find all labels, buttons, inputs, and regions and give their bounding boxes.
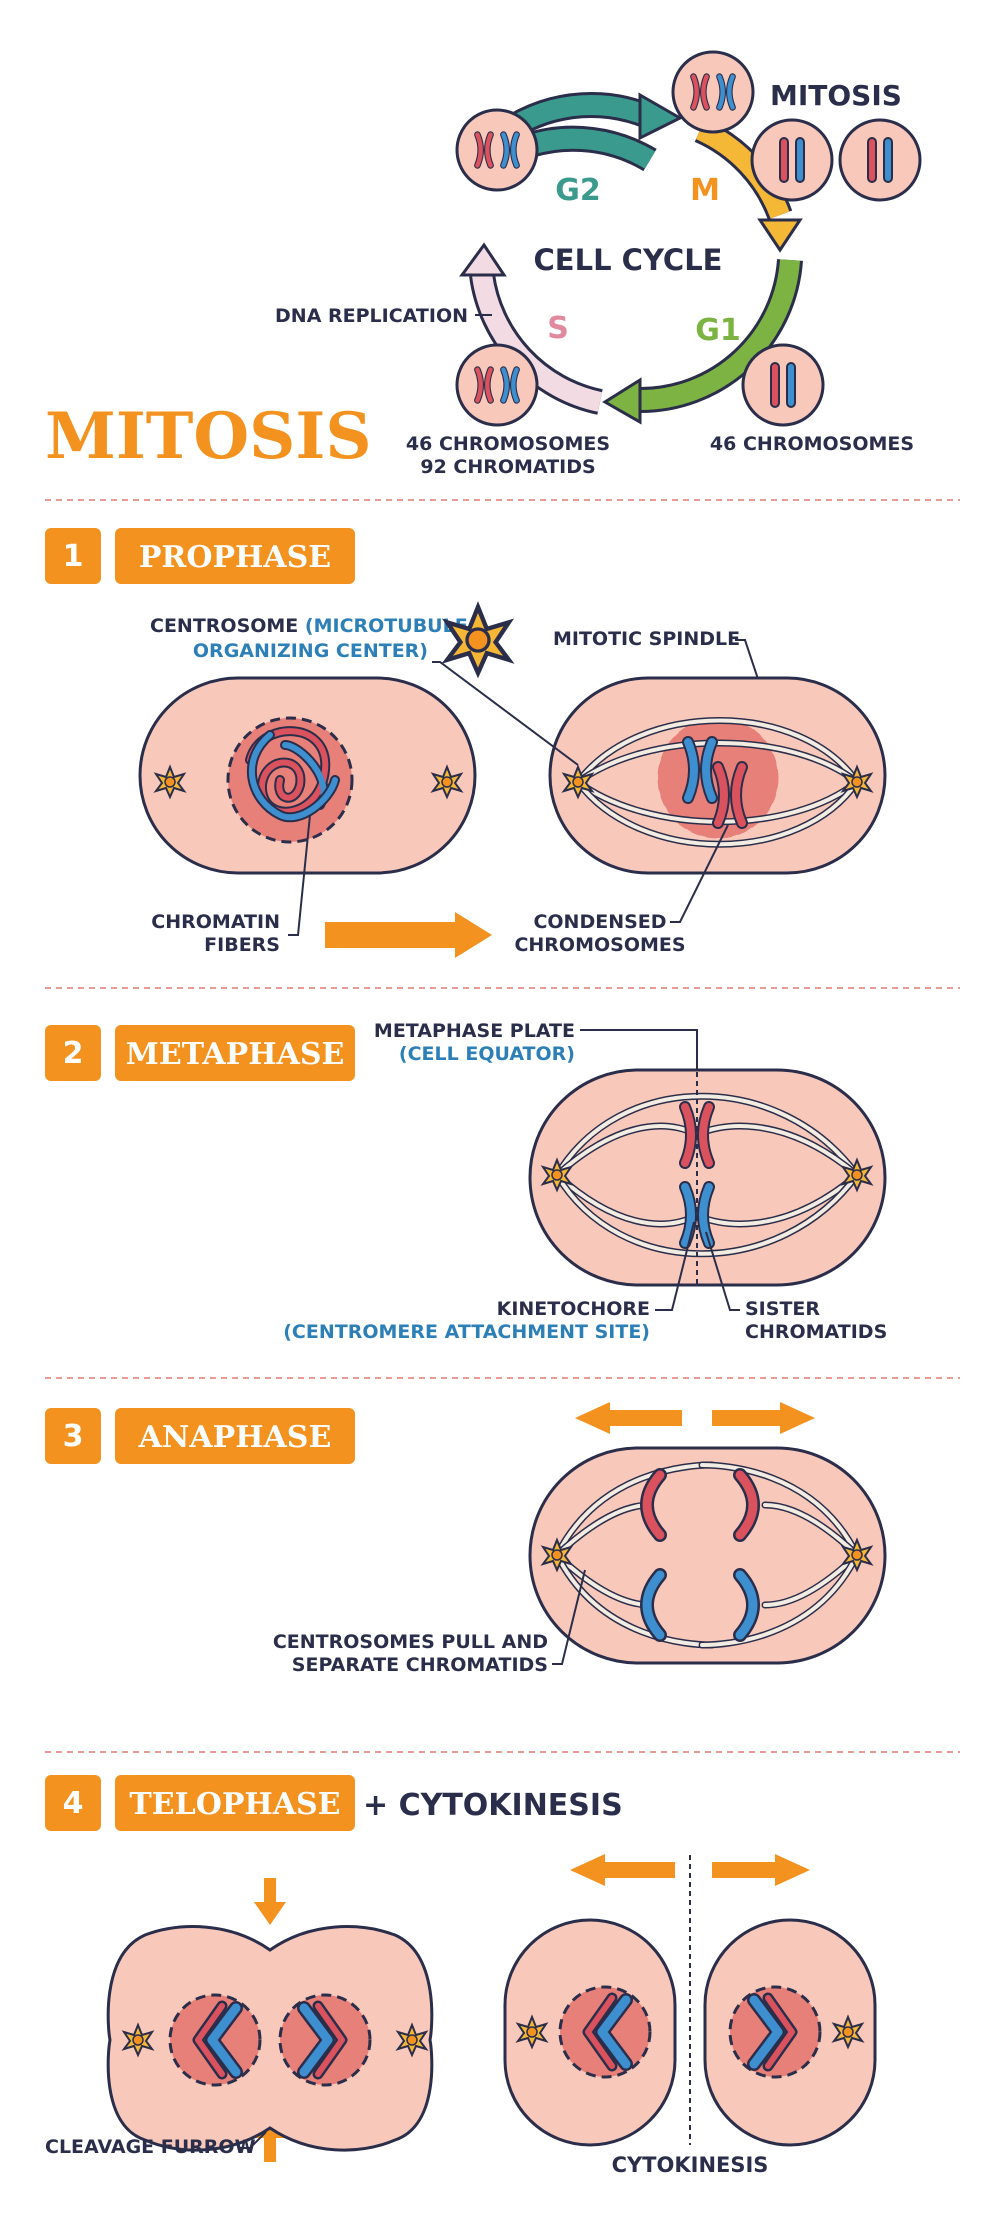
svg-text:2: 2 — [63, 1036, 84, 1071]
g1-arrowhead — [602, 377, 642, 425]
metaphase-cell — [528, 1068, 887, 1287]
phase-s: S — [547, 311, 569, 346]
s-cell-icon — [457, 345, 537, 425]
pull-label-line1: CENTROSOMES PULL AND — [273, 1631, 548, 1653]
prophase-cell-2 — [548, 676, 887, 875]
g1-cell-icon — [741, 343, 825, 427]
svg-text:METAPHASE: METAPHASE — [126, 1037, 345, 1072]
daughter-cell-icon-2 — [838, 118, 922, 202]
svg-text:4: 4 — [63, 1786, 84, 1821]
g1-arc — [639, 259, 800, 411]
kinetochore-label: KINETOCHORE — [497, 1298, 650, 1320]
progression-arrow — [325, 912, 492, 958]
dna-replication-label: DNA REPLICATION — [275, 305, 468, 327]
cleavage-furrow-label: CLEAVAGE FURROW — [45, 2136, 256, 2158]
svg-text:PROPHASE: PROPHASE — [139, 540, 331, 575]
page-title: MITOSIS — [45, 399, 372, 474]
svg-text:1: 1 — [63, 539, 84, 574]
divide-arrow-left — [570, 1854, 675, 1886]
daughter-cell-right — [703, 1918, 877, 2147]
centrosome-label: CENTROSOME (MICROTUBULE — [150, 615, 468, 637]
cell-cycle-label: CELL CYCLE — [534, 243, 723, 277]
left-count-line1: 46 CHROMOSOMES — [406, 433, 610, 455]
stage-badge-telophase: 4 TELOPHASE — [45, 1775, 355, 1831]
sister-label-line2: CHROMATIDS — [745, 1321, 887, 1343]
phase-g1: G1 — [695, 313, 741, 348]
divide-arrow-right — [712, 1854, 810, 1886]
metaphase-plate-label: METAPHASE PLATE — [374, 1020, 575, 1042]
prophase-cell-1 — [138, 676, 477, 875]
s-arrowhead — [459, 242, 507, 277]
cytokinesis-label: CYTOKINESIS — [612, 2153, 769, 2177]
svg-text:TELOPHASE: TELOPHASE — [129, 1787, 340, 1822]
furrow-arrow-top — [254, 1878, 286, 1925]
cell-equator-label: (CELL EQUATOR) — [399, 1043, 575, 1065]
g2-arc — [527, 128, 656, 169]
telophase-cell — [106, 1925, 434, 2152]
sister-label-line1: SISTER — [745, 1298, 820, 1320]
daughter-cell-left — [503, 1918, 677, 2147]
m-arrowhead — [757, 218, 803, 253]
stage-badge-metaphase: 2 METAPHASE — [45, 1025, 355, 1081]
m-arc — [695, 120, 790, 219]
svg-text:3: 3 — [63, 1419, 84, 1454]
chromatin-label-line1: CHROMATIN — [151, 911, 280, 933]
g2-cell-icon — [457, 110, 537, 190]
cell-cycle: CELL CYCLE G2 M G1 S MITOSIS DNA REPLICA… — [275, 52, 922, 478]
chromatin-label-line2: FIBERS — [204, 934, 280, 956]
pull-arrow-left — [575, 1402, 682, 1434]
anaphase-cell — [528, 1446, 887, 1665]
daughter-cell-icon-1 — [750, 118, 834, 202]
stage-badge-prophase: 1 PROPHASE — [45, 528, 355, 584]
cytokinesis-suffix: + CYTOKINESIS — [363, 1788, 623, 1823]
right-count: 46 CHROMOSOMES — [710, 433, 914, 455]
mitotic-spindle-label: MITOTIC SPINDLE — [553, 628, 740, 650]
pull-arrow-right — [712, 1402, 815, 1434]
attachment-label: (CENTROMERE ATTACHMENT SITE) — [283, 1321, 650, 1343]
condensed-label-line2: CHROMOSOMES — [514, 934, 685, 956]
g2-arrowhead — [638, 92, 684, 141]
stage-badge-anaphase: 3 ANAPHASE — [45, 1408, 355, 1464]
mitosis-small-label: MITOSIS — [770, 79, 902, 112]
phase-m: M — [690, 173, 720, 208]
mitosis-cell-icon — [673, 52, 753, 132]
pull-label-line2: SEPARATE CHROMATIDS — [292, 1654, 548, 1676]
mtoc-label-line2: ORGANIZING CENTER) — [193, 640, 428, 662]
condensed-label-line1: CONDENSED — [533, 911, 666, 933]
left-count-line2: 92 CHROMATIDS — [420, 456, 595, 478]
phase-g2: G2 — [555, 173, 601, 208]
svg-text:ANAPHASE: ANAPHASE — [138, 1420, 332, 1455]
